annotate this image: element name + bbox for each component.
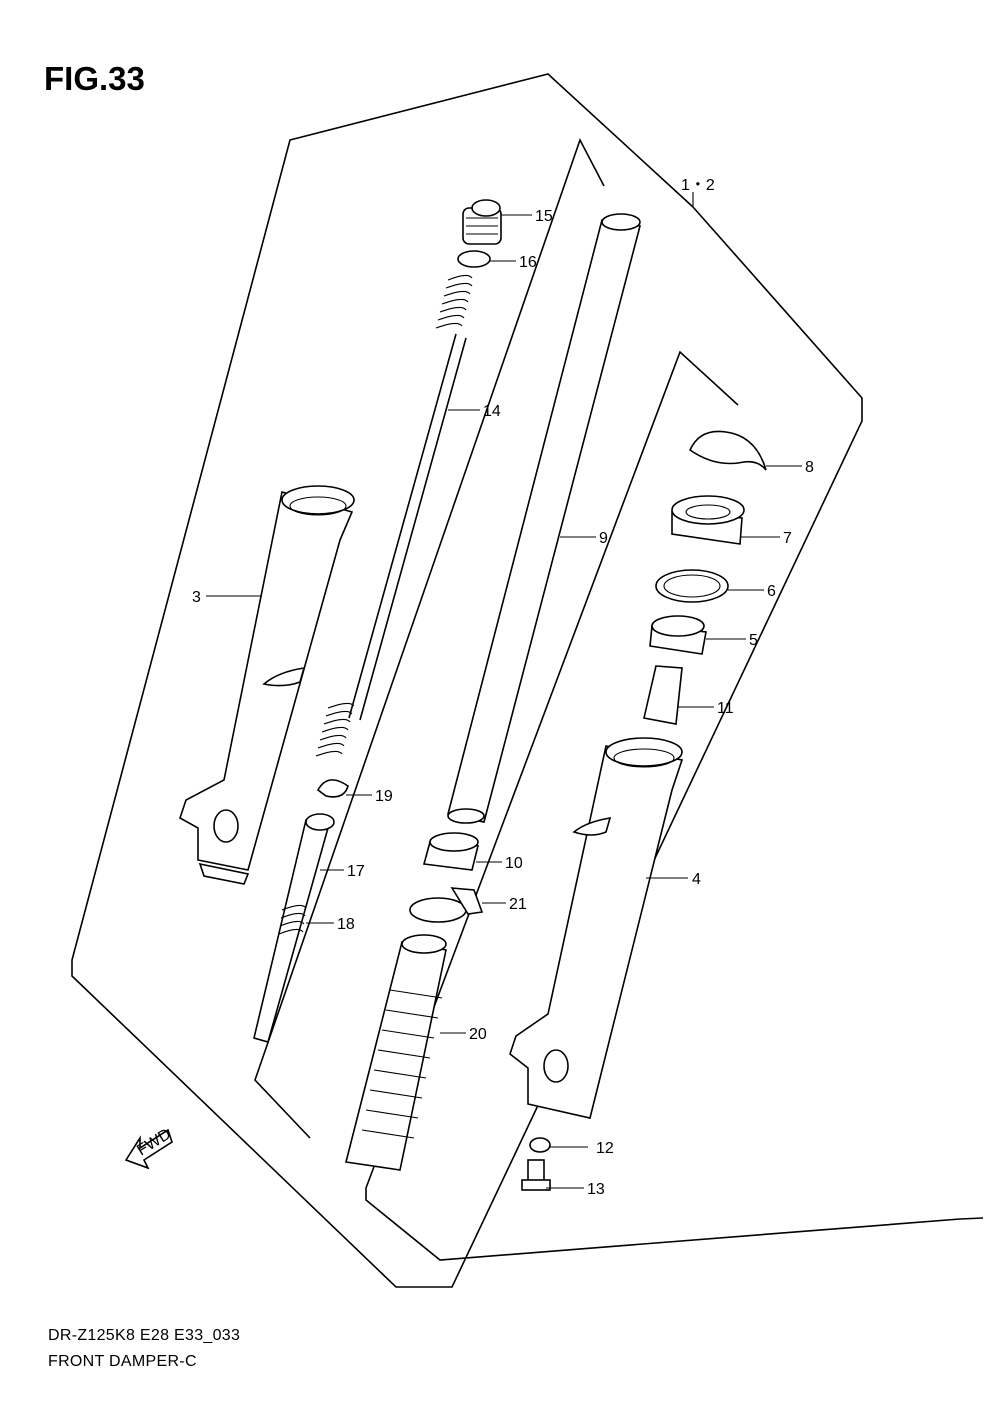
- callout-16: 16: [519, 254, 537, 271]
- part-12-washer: [529, 1137, 551, 1153]
- assembly-boundary-inner-right: [365, 350, 984, 1261]
- callout-12: 12: [596, 1140, 614, 1157]
- callout-6: 6: [767, 583, 776, 600]
- callout-5: 5: [749, 632, 758, 649]
- part-21-clamp: [409, 887, 484, 923]
- callout-15: 15: [535, 208, 553, 225]
- part-15-cap-bolt: [462, 199, 502, 245]
- part-20-boot: [345, 934, 447, 1171]
- callout-8: 8: [805, 459, 814, 476]
- callout-13: 13: [587, 1181, 605, 1198]
- callout-17: 17: [347, 863, 365, 880]
- callout-14: 14: [483, 403, 501, 420]
- callout-11: 11: [717, 700, 734, 717]
- figure-title: FIG.33: [44, 60, 145, 97]
- callout-4: 4: [692, 871, 701, 888]
- callout-19: 19: [375, 788, 393, 805]
- callout-3: 3: [192, 589, 201, 606]
- figure-code: DR-Z125K8 E28 E33_033: [48, 1327, 241, 1344]
- part-17-rod: [253, 813, 335, 1043]
- part-7-oil-seal: [671, 495, 745, 545]
- part-4-outer-tube-right: [509, 737, 684, 1119]
- part-18-spring: [278, 904, 307, 935]
- part-6-washer: [655, 569, 729, 603]
- callout-1-2: 1・2: [681, 177, 715, 194]
- figure-name: FRONT DAMPER-C: [48, 1353, 197, 1370]
- part-9-inner-tube: [447, 213, 641, 824]
- part-11-oil-lock-piece: [643, 665, 683, 725]
- part-14-spring-rod: [315, 274, 473, 757]
- part-3-outer-tube-left: [179, 485, 355, 885]
- fwd-arrow-icon: FWD: [124, 1126, 174, 1170]
- assembly-boundary-inner-left: [254, 137, 605, 1139]
- callout-18: 18: [337, 916, 355, 933]
- callout-9: 9: [599, 530, 608, 547]
- callout-10: 10: [505, 855, 523, 872]
- part-10-bushing: [422, 832, 480, 871]
- part-13-bolt: [521, 1159, 551, 1191]
- part-19-circlip: [316, 779, 349, 798]
- assembly-boundary-outer: [71, 73, 863, 1288]
- part-8-clip: [688, 430, 767, 471]
- part-16-o-ring: [457, 250, 491, 268]
- callout-7: 7: [783, 530, 792, 547]
- callout-20: 20: [469, 1026, 487, 1043]
- part-5-bushing: [649, 615, 707, 655]
- callout-21: 21: [509, 896, 527, 913]
